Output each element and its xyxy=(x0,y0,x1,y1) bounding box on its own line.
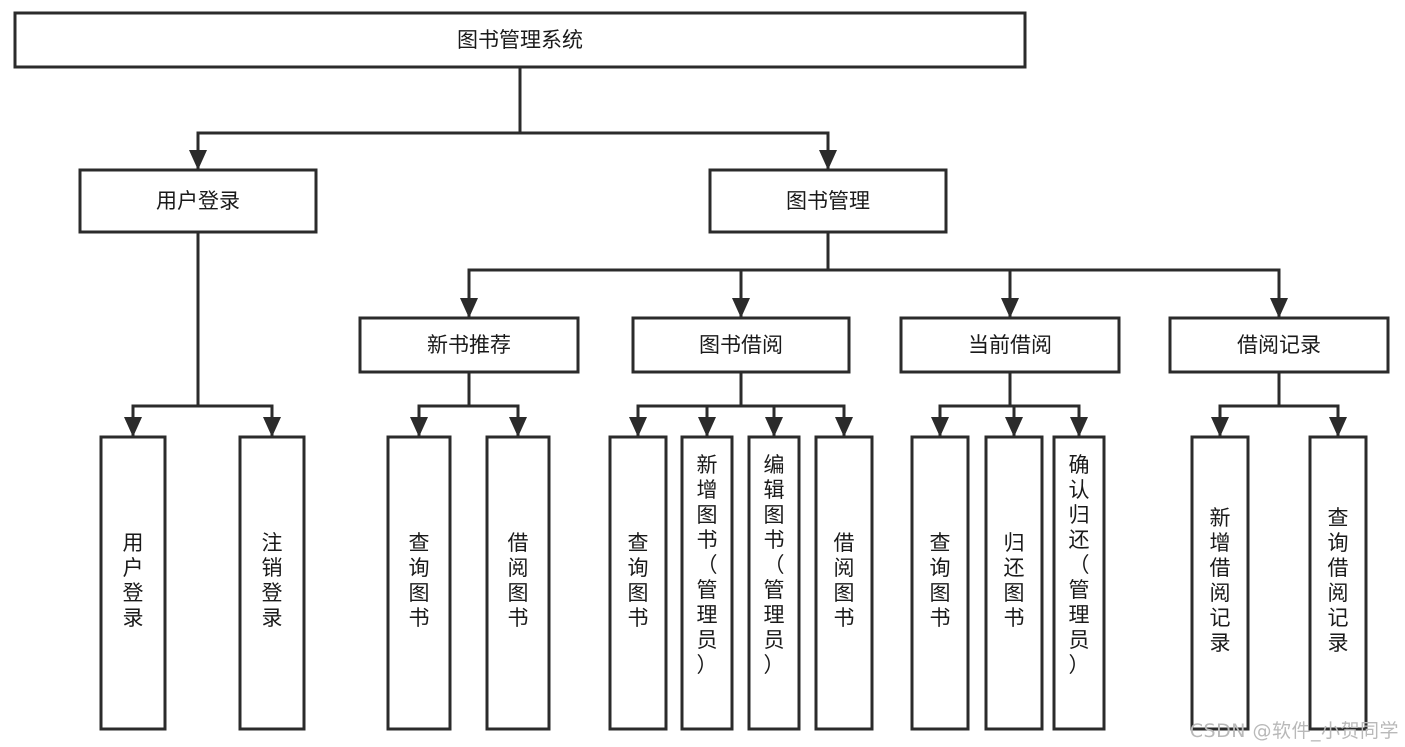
node-new-book-rec[interactable]: 新书推荐 xyxy=(358,316,580,374)
node-leaf-query-book-1[interactable]: 查询图书 xyxy=(386,435,452,731)
node-borrow-record-label: 借阅记录 xyxy=(1237,333,1321,357)
node-leaf-add-record-box[interactable] xyxy=(1190,435,1250,731)
node-leaf-edit-book[interactable]: 编辑图书（管理员） xyxy=(747,435,801,731)
edge-group-book-manage xyxy=(460,230,1288,320)
node-book-manage-label: 图书管理 xyxy=(786,189,870,213)
edge-group-current-borrow xyxy=(931,370,1088,439)
node-leaf-query-book-2[interactable]: 查询图书 xyxy=(608,435,668,731)
node-leaf-confirm-return[interactable]: 确认归还（管理员） xyxy=(1052,435,1106,731)
edge-arrowhead xyxy=(1005,417,1023,437)
node-leaf-borrow-book-1-box[interactable] xyxy=(485,435,551,731)
node-book-manage-box[interactable] xyxy=(708,168,948,234)
node-leaf-confirm-return-label: 确认归还（管理员） xyxy=(1069,453,1090,677)
node-user-login-box[interactable] xyxy=(78,168,318,234)
edge-arrowhead xyxy=(1329,417,1347,437)
edge-arrowhead xyxy=(835,417,853,437)
csdn-watermark: CSDN @软件_小贺同学 xyxy=(1189,720,1399,742)
edge-arrowhead xyxy=(124,417,142,437)
node-leaf-query-book-3-box[interactable] xyxy=(910,435,970,731)
node-leaf-add-book-box[interactable] xyxy=(680,435,734,731)
node-leaf-borrow-book-1-label: 借阅图书 xyxy=(508,531,529,630)
node-root[interactable]: 图书管理系统 xyxy=(13,11,1027,69)
edge-arrowhead xyxy=(1070,417,1088,437)
node-leaf-borrow-book-1[interactable]: 借阅图书 xyxy=(485,435,551,731)
node-leaf-user-login[interactable]: 用户登录 xyxy=(99,435,167,731)
node-new-book-rec-box[interactable] xyxy=(358,316,580,374)
node-leaf-return-book[interactable]: 归还图书 xyxy=(984,435,1044,731)
edge-group-book-borrow xyxy=(629,370,853,439)
edge-arrowhead xyxy=(1270,298,1288,318)
edge-arrowhead xyxy=(931,417,949,437)
node-leaf-query-book-1-label: 查询图书 xyxy=(409,531,430,630)
node-leaf-add-book[interactable]: 新增图书（管理员） xyxy=(680,435,734,731)
node-current-borrow-box[interactable] xyxy=(899,316,1121,374)
node-book-borrow-box[interactable] xyxy=(631,316,851,374)
edge-arrowhead xyxy=(1211,417,1229,437)
edge-arrowhead xyxy=(629,417,647,437)
edge-arrowhead xyxy=(410,417,428,437)
node-leaf-user-login-box[interactable] xyxy=(99,435,167,731)
edge-arrowhead xyxy=(509,417,527,437)
node-book-borrow-label: 图书借阅 xyxy=(699,333,783,357)
edge-arrowhead xyxy=(732,298,750,318)
node-leaf-return-book-label: 归还图书 xyxy=(1004,531,1025,630)
edge-group-root xyxy=(189,65,837,172)
node-leaf-user-logout-box[interactable] xyxy=(238,435,306,731)
node-leaf-user-login-label: 用户登录 xyxy=(123,531,144,630)
node-leaf-add-book-label: 新增图书（管理员） xyxy=(697,453,718,677)
node-leaf-add-record-label: 新增借阅记录 xyxy=(1210,506,1231,655)
node-book-borrow[interactable]: 图书借阅 xyxy=(631,316,851,374)
edge-group-user-login xyxy=(124,230,281,439)
edge-arrowhead xyxy=(698,417,716,437)
edge-arrowhead xyxy=(1001,298,1019,318)
node-leaf-query-book-1-box[interactable] xyxy=(386,435,452,731)
node-leaf-query-book-3-label: 查询图书 xyxy=(930,531,951,630)
node-leaf-query-record[interactable]: 查询借阅记录 xyxy=(1308,435,1368,731)
node-leaf-borrow-book-2-box[interactable] xyxy=(814,435,874,731)
node-leaf-edit-book-box[interactable] xyxy=(747,435,801,731)
node-leaf-query-book-2-box[interactable] xyxy=(608,435,668,731)
edge-arrowhead xyxy=(765,417,783,437)
node-leaf-confirm-return-box[interactable] xyxy=(1052,435,1106,731)
edge-group-borrow-record xyxy=(1211,370,1347,439)
edge-arrowhead xyxy=(189,150,207,170)
node-current-borrow-label: 当前借阅 xyxy=(968,333,1052,357)
edges-layer xyxy=(124,65,1347,439)
node-leaf-borrow-book-2-label: 借阅图书 xyxy=(834,531,855,630)
nodes-layer: 图书管理系统用户登录图书管理新书推荐图书借阅当前借阅借阅记录用户登录注销登录查询… xyxy=(13,11,1390,731)
node-new-book-rec-label: 新书推荐 xyxy=(427,333,511,357)
node-leaf-query-book-2-label: 查询图书 xyxy=(628,531,649,630)
edge-group-new-book-rec xyxy=(410,370,527,439)
node-leaf-edit-book-label: 编辑图书（管理员） xyxy=(764,453,785,677)
edge-arrowhead xyxy=(460,298,478,318)
node-leaf-user-logout-label: 注销登录 xyxy=(262,531,283,630)
node-leaf-return-book-box[interactable] xyxy=(984,435,1044,731)
node-user-login[interactable]: 用户登录 xyxy=(78,168,318,234)
node-leaf-query-book-3[interactable]: 查询图书 xyxy=(910,435,970,731)
node-borrow-record-box[interactable] xyxy=(1168,316,1390,374)
node-current-borrow[interactable]: 当前借阅 xyxy=(899,316,1121,374)
node-user-login-label: 用户登录 xyxy=(156,189,240,213)
node-leaf-add-record[interactable]: 新增借阅记录 xyxy=(1190,435,1250,731)
node-leaf-user-logout[interactable]: 注销登录 xyxy=(238,435,306,731)
node-borrow-record[interactable]: 借阅记录 xyxy=(1168,316,1390,374)
edge-arrowhead xyxy=(819,150,837,170)
node-root-box[interactable] xyxy=(13,11,1027,69)
node-leaf-query-record-label: 查询借阅记录 xyxy=(1328,506,1349,655)
edge-arrowhead xyxy=(263,417,281,437)
node-leaf-borrow-book-2[interactable]: 借阅图书 xyxy=(814,435,874,731)
node-leaf-query-record-box[interactable] xyxy=(1308,435,1368,731)
node-book-manage[interactable]: 图书管理 xyxy=(708,168,948,234)
node-root-label: 图书管理系统 xyxy=(457,28,583,52)
